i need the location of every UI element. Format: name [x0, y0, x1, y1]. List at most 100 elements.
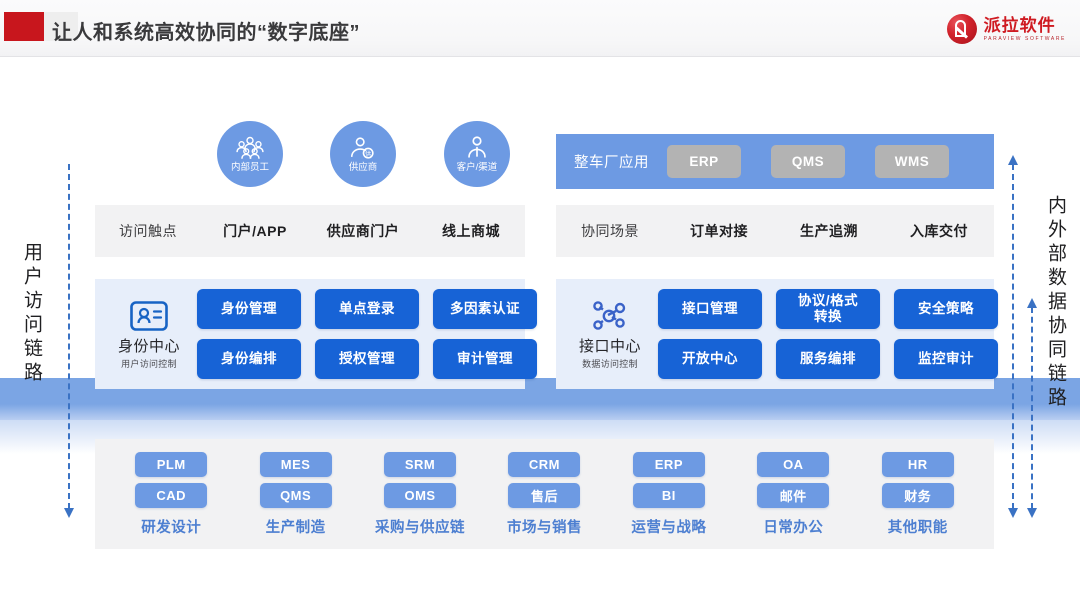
id-card-icon	[130, 300, 168, 331]
actor-label: 客户/渠道	[456, 162, 498, 174]
app-chip-plm[interactable]: PLM	[135, 451, 208, 477]
actor-label: 供应商	[348, 162, 378, 174]
identity-button-authorization[interactable]: 授权管理	[315, 339, 419, 379]
identity-center-panel: 身份中心 用户访问控制 身份管理 单点登录 多因素认证 身份编排 授权管理 审计…	[95, 279, 537, 389]
actor-supplier[interactable]: 供 供应商	[330, 121, 396, 187]
identity-center-sub: 用户访问控制	[121, 359, 177, 370]
interface-button-api-management[interactable]: 接口管理	[658, 289, 762, 329]
touchpoint-online-mall[interactable]: 线上商城	[441, 223, 500, 239]
identity-button-audit[interactable]: 审计管理	[433, 339, 537, 379]
interface-button-service-orchestration[interactable]: 服务编排	[776, 339, 880, 379]
app-chip-finance[interactable]: 财务	[881, 482, 954, 508]
app-chip-srm[interactable]: SRM	[384, 451, 457, 477]
app-chip-oms[interactable]: OMS	[384, 482, 457, 508]
header-background	[0, 0, 1080, 57]
app-group-manufacturing: MES QMS 生产制造	[241, 451, 351, 537]
page-title: 让人和系统高效协同的“数字底座”	[52, 22, 360, 44]
app-category-label: 采购与供应链	[375, 519, 466, 536]
header-accent-gray-block	[44, 12, 78, 41]
header-accent-red-block	[4, 12, 44, 41]
scenarios-title: 协同场景	[581, 223, 639, 239]
scenarios-row: 协同场景 订单对接 生产追溯 入库交付	[556, 205, 994, 257]
actor-internal-employee[interactable]: 内部员工	[217, 121, 283, 187]
interface-center-sub: 数据访问控制	[582, 359, 638, 370]
app-group-procurement-supply-chain: SRM OMS 采购与供应链	[365, 451, 475, 537]
oem-application-bar: 整车厂应用 ERP QMS WMS	[556, 134, 994, 189]
identity-button-mfa[interactable]: 多因素认证	[433, 289, 537, 329]
app-chip-oa[interactable]: OA	[757, 451, 830, 477]
app-category-label: 运营与战略	[631, 519, 707, 536]
scenario-order-docking[interactable]: 订单对接	[690, 223, 748, 239]
app-category-label: 研发设计	[141, 519, 202, 536]
arrow-up-icon	[1027, 298, 1037, 308]
brand-logo: 派拉软件 PARAVIEW SOFTWARE	[946, 10, 1066, 48]
app-chip-hr[interactable]: HR	[881, 451, 954, 477]
actor-label: 内部员工	[230, 162, 269, 174]
customer-person-icon	[468, 136, 486, 158]
app-group-daily-office: OA 邮件 日常办公	[738, 451, 848, 537]
oem-chip-wms[interactable]: WMS	[875, 145, 949, 178]
interface-button-protocol-format-conversion[interactable]: 协议/格式转换	[776, 289, 880, 329]
node-graph-icon	[593, 300, 626, 330]
arrow-down-icon	[1008, 508, 1018, 518]
app-chip-qms[interactable]: QMS	[259, 482, 332, 508]
touchpoints-row: 访问触点 门户/APP 供应商门户 线上商城	[95, 205, 525, 257]
oem-chip-qms[interactable]: QMS	[771, 145, 845, 178]
app-chip-erp[interactable]: ERP	[632, 451, 705, 477]
arrow-down-icon	[64, 508, 74, 518]
interface-center-name: 接口中心	[578, 337, 641, 355]
app-chip-aftersales[interactable]: 售后	[508, 482, 581, 508]
brand-name-en: PARAVIEW SOFTWARE	[983, 35, 1066, 42]
interface-center-buttons: 接口管理 协议/格式转换 安全策略 开放中心 服务编排 监控审计	[658, 289, 998, 379]
user-access-path-label: 用户访问链路	[21, 242, 42, 386]
identity-center-header: 身份中心 用户访问控制	[101, 298, 197, 371]
app-category-label: 市场与销售	[506, 519, 582, 536]
identity-button-identity-orchestration[interactable]: 身份编排	[197, 339, 301, 379]
app-chip-bi[interactable]: BI	[632, 482, 705, 508]
app-chip-crm[interactable]: CRM	[508, 451, 581, 477]
application-landscape: PLM CAD 研发设计 MES QMS 生产制造 SRM OMS 采购与供应链…	[95, 439, 994, 549]
paraview-logo-icon	[946, 14, 977, 44]
app-group-operations-strategy: ERP BI 运营与战略	[614, 451, 724, 537]
identity-center-name: 身份中心	[117, 337, 180, 355]
header-divider	[0, 56, 1080, 57]
interface-center-panel: 接口中心 数据访问控制 接口管理 协议/格式转换 安全策略 开放中心 服务编排 …	[556, 279, 998, 389]
oem-bar-label: 整车厂应用	[574, 155, 649, 171]
arrow-down-icon	[1027, 508, 1037, 518]
identity-center-buttons: 身份管理 单点登录 多因素认证 身份编排 授权管理 审计管理	[197, 289, 537, 379]
brand-logo-text: 派拉软件 PARAVIEW SOFTWARE	[984, 17, 1066, 42]
brand-name-cn: 派拉软件	[983, 15, 1056, 35]
data-collab-path-label: 内外部数据协同链路	[1045, 195, 1066, 411]
svg-text:供: 供	[365, 150, 371, 158]
identity-button-identity-management[interactable]: 身份管理	[197, 289, 301, 329]
supplier-person-icon: 供	[350, 137, 374, 159]
touchpoint-supplier-portal[interactable]: 供应商门户	[326, 223, 400, 239]
scenario-warehouse-delivery[interactable]: 入库交付	[910, 223, 968, 239]
app-chip-mail[interactable]: 邮件	[757, 482, 830, 508]
data-collab-path-rail-inner	[1027, 298, 1037, 518]
data-collab-path-rail-outer	[1008, 155, 1018, 518]
interface-center-header: 接口中心 数据访问控制	[562, 298, 658, 371]
touchpoint-portal-app[interactable]: 门户/APP	[223, 223, 287, 239]
interface-button-open-center[interactable]: 开放中心	[658, 339, 762, 379]
actor-customer-channel[interactable]: 客户/渠道	[444, 121, 510, 187]
identity-button-sso[interactable]: 单点登录	[315, 289, 419, 329]
oem-chip-erp[interactable]: ERP	[667, 145, 741, 178]
app-category-label: 其他职能	[887, 519, 948, 536]
diagram-canvas: 用户访问链路 内外部数据协同链路 内部员工 供	[0, 57, 1080, 602]
app-category-label: 日常办公	[763, 519, 824, 536]
arrow-up-icon	[1008, 155, 1018, 165]
user-access-path-rail	[64, 164, 74, 518]
app-group-rd-design: PLM CAD 研发设计	[116, 451, 226, 537]
touchpoints-title: 访问触点	[119, 223, 178, 239]
app-group-other-functions: HR 财务 其他职能	[863, 451, 973, 537]
interface-button-monitor-audit[interactable]: 监控审计	[894, 339, 998, 379]
people-group-icon	[236, 137, 264, 159]
scenario-production-trace[interactable]: 生产追溯	[800, 223, 858, 239]
page-header: 让人和系统高效协同的“数字底座” 派拉软件 PARAVIEW SOFTWARE	[0, 0, 1080, 57]
app-chip-cad[interactable]: CAD	[135, 482, 208, 508]
app-category-label: 生产制造	[265, 519, 326, 536]
app-chip-mes[interactable]: MES	[259, 451, 332, 477]
interface-button-security-policy[interactable]: 安全策略	[894, 289, 998, 329]
app-group-marketing-sales: CRM 售后 市场与销售	[489, 451, 599, 537]
